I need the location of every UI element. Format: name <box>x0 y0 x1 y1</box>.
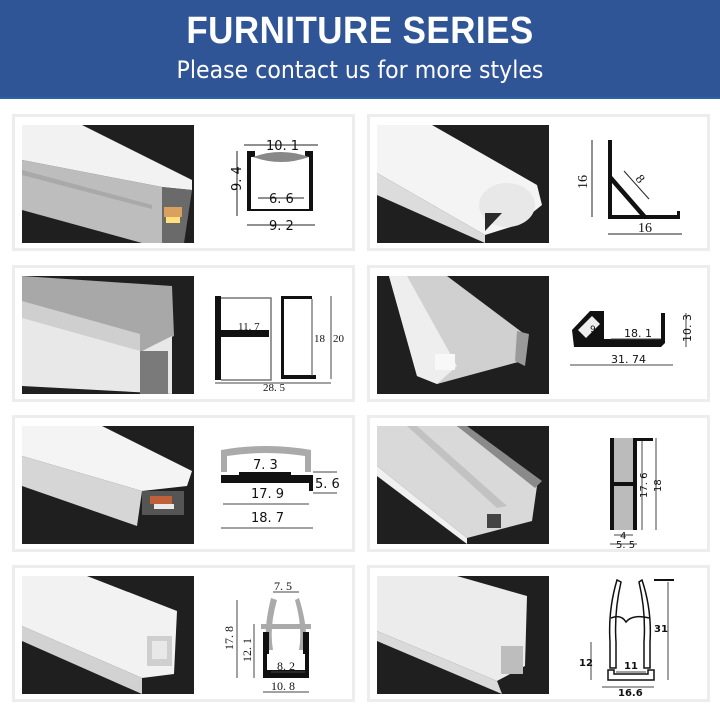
dim-height: 5. 6 <box>315 477 340 492</box>
dim-top-width: 7. 5 <box>274 579 292 593</box>
dim-inner-height: 12. 1 <box>240 638 254 662</box>
product-card-3[interactable]: 11. 7 18 20 28. 5 <box>12 265 355 402</box>
dim-top-width: 7. 3 <box>253 458 278 473</box>
product-photo <box>22 426 194 544</box>
profile-drawing: 16 8 16 <box>556 119 706 247</box>
product-photo <box>22 576 194 694</box>
dim-width: 16 <box>638 221 652 236</box>
dim-inner-width: 8. 2 <box>277 659 295 673</box>
banner-title: FURNITURE SERIES <box>186 10 534 52</box>
dim-inner-width: 18. 1 <box>624 327 652 340</box>
profile-drawing: 7. 3 5. 6 17. 9 18. 7 <box>201 420 351 548</box>
dim-inner-height: 18 <box>314 333 326 345</box>
dim-height: 17. 8 <box>222 626 236 650</box>
dim-width: 18. 7 <box>251 511 284 526</box>
dim-diagonal: 8 <box>633 171 649 186</box>
product-card-6[interactable]: 17. 6 18 4 5. 5 <box>367 415 710 552</box>
profile-drawing: 17. 6 18 4 5. 5 <box>556 420 706 548</box>
product-photo <box>22 125 194 243</box>
dim-height: 10. 3 <box>681 314 694 342</box>
product-card-2[interactable]: 16 8 16 <box>367 114 710 251</box>
dim-width: 10. 8 <box>271 679 295 693</box>
profile-drawing: 11. 7 18 20 28. 5 <box>201 270 351 398</box>
dim-inner-width: 6. 6 <box>269 192 294 207</box>
dim-height: 20 <box>333 333 345 345</box>
dim-bottom-width: 9. 2 <box>269 219 294 234</box>
dim-diagonal: 9 <box>590 325 596 335</box>
dim-inner-width: 11 <box>624 661 638 672</box>
profile-drawing: 9 18. 1 10. 3 31. 74 <box>556 270 706 398</box>
product-photo <box>377 276 549 394</box>
dim-width: 28. 5 <box>263 382 286 394</box>
dim-inner-width: 11. 7 <box>238 321 260 333</box>
banner-subtitle: Please contact us for more styles <box>176 56 544 84</box>
header-banner: FURNITURE SERIES Please contact us for m… <box>0 0 720 99</box>
dim-height: 18 <box>653 479 664 492</box>
product-card-8[interactable]: 31 12 11 16.6 <box>367 565 710 702</box>
dim-inner-height: 17. 6 <box>639 473 650 498</box>
dim-inner-width: 17. 9 <box>251 487 284 502</box>
product-card-4[interactable]: 9 18. 1 10. 3 31. 74 <box>367 265 710 402</box>
dim-height: 16 <box>576 175 591 189</box>
profile-drawing: 31 12 11 16.6 <box>556 570 706 698</box>
dim-height: 9. 4 <box>230 166 245 191</box>
dim-width: 5. 5 <box>616 540 635 548</box>
product-card-7[interactable]: 7. 5 17. 8 12. 1 8. 2 10. 8 <box>12 565 355 702</box>
product-photo <box>377 576 549 694</box>
dim-width: 16.6 <box>618 688 643 698</box>
product-card-5[interactable]: 7. 3 5. 6 17. 9 18. 7 <box>12 415 355 552</box>
product-photo <box>22 276 194 394</box>
product-card-1[interactable]: 10. 1 9. 4 6. 6 9. 2 <box>12 114 355 251</box>
dim-inner-width: 4 <box>620 531 626 542</box>
dim-width: 31. 74 <box>611 353 646 366</box>
dim-height: 31 <box>654 624 668 635</box>
profile-drawing: 7. 5 17. 8 12. 1 8. 2 10. 8 <box>201 570 351 698</box>
dim-top-width: 10. 1 <box>266 139 299 154</box>
product-photo <box>377 426 549 544</box>
product-photo <box>377 125 549 243</box>
dim-base-height: 12 <box>579 658 593 669</box>
profile-drawing: 10. 1 9. 4 6. 6 9. 2 <box>201 119 351 247</box>
